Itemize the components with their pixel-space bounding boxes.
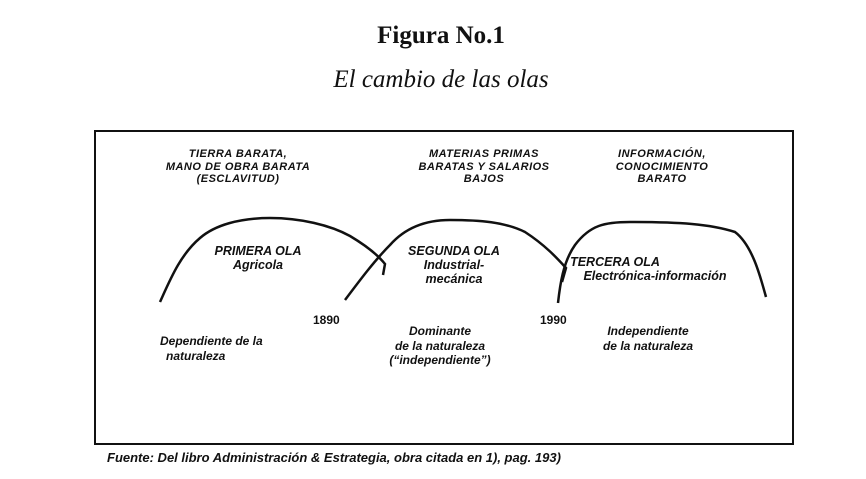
year-1890: 1890 (313, 313, 340, 327)
wave-2-curve (344, 218, 568, 301)
wave-1-curve (158, 216, 387, 303)
figure-title: Figura No.1 (377, 22, 505, 49)
year-1990: 1990 (540, 313, 567, 327)
diagram-frame (94, 130, 794, 445)
wave-1-header: TIERRA BARATA,MANO DE OBRA BARATA(ESCLAV… (165, 148, 311, 185)
figure-subtitle: El cambio de las olas (333, 66, 549, 93)
source-caption: Fuente: Del libro Administración & Estra… (107, 450, 561, 465)
wave-3-curve (556, 220, 768, 304)
